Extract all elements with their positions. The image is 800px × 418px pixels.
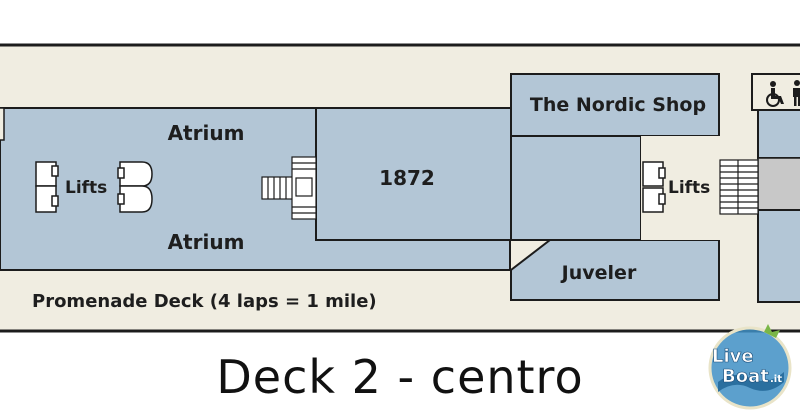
stairs-right-icon: [719, 159, 759, 215]
liveboat-logo: Live Boat .it: [708, 324, 792, 410]
atrium-label-bottom: Atrium: [168, 230, 245, 254]
atrium-label-top: Atrium: [168, 121, 245, 145]
lifts-left-icon: [35, 161, 153, 213]
right-stair-block: [757, 157, 800, 211]
restroom-icon: [793, 80, 800, 106]
right-room-bottom: [757, 209, 800, 303]
restroom-box: [751, 73, 800, 111]
stairs-center-icon: [261, 156, 317, 220]
right-room-top: [757, 109, 800, 159]
nordic-shop-area: [510, 73, 720, 137]
deck-caption: Deck 2 - centro: [216, 350, 584, 404]
nordic-shop-label: The Nordic Shop: [530, 94, 706, 116]
lifts-label-left: Lifts: [65, 178, 107, 198]
room-1872-area: [315, 107, 513, 241]
mid-room-area: [510, 135, 642, 241]
juveler-label: Juveler: [560, 262, 637, 284]
logo-suffix: .it: [770, 374, 782, 385]
lifts-label-right: Lifts: [668, 178, 710, 198]
wheelchair-icon: [766, 81, 784, 107]
room-1872-label: 1872: [379, 166, 435, 190]
left-edge-notch: [0, 107, 5, 141]
logo-line2: Boat: [722, 366, 769, 387]
logo-line1: Live: [712, 346, 754, 367]
lifts-right-icon: [642, 161, 666, 213]
promenade-label: Promenade Deck (4 laps = 1 mile): [32, 291, 377, 312]
